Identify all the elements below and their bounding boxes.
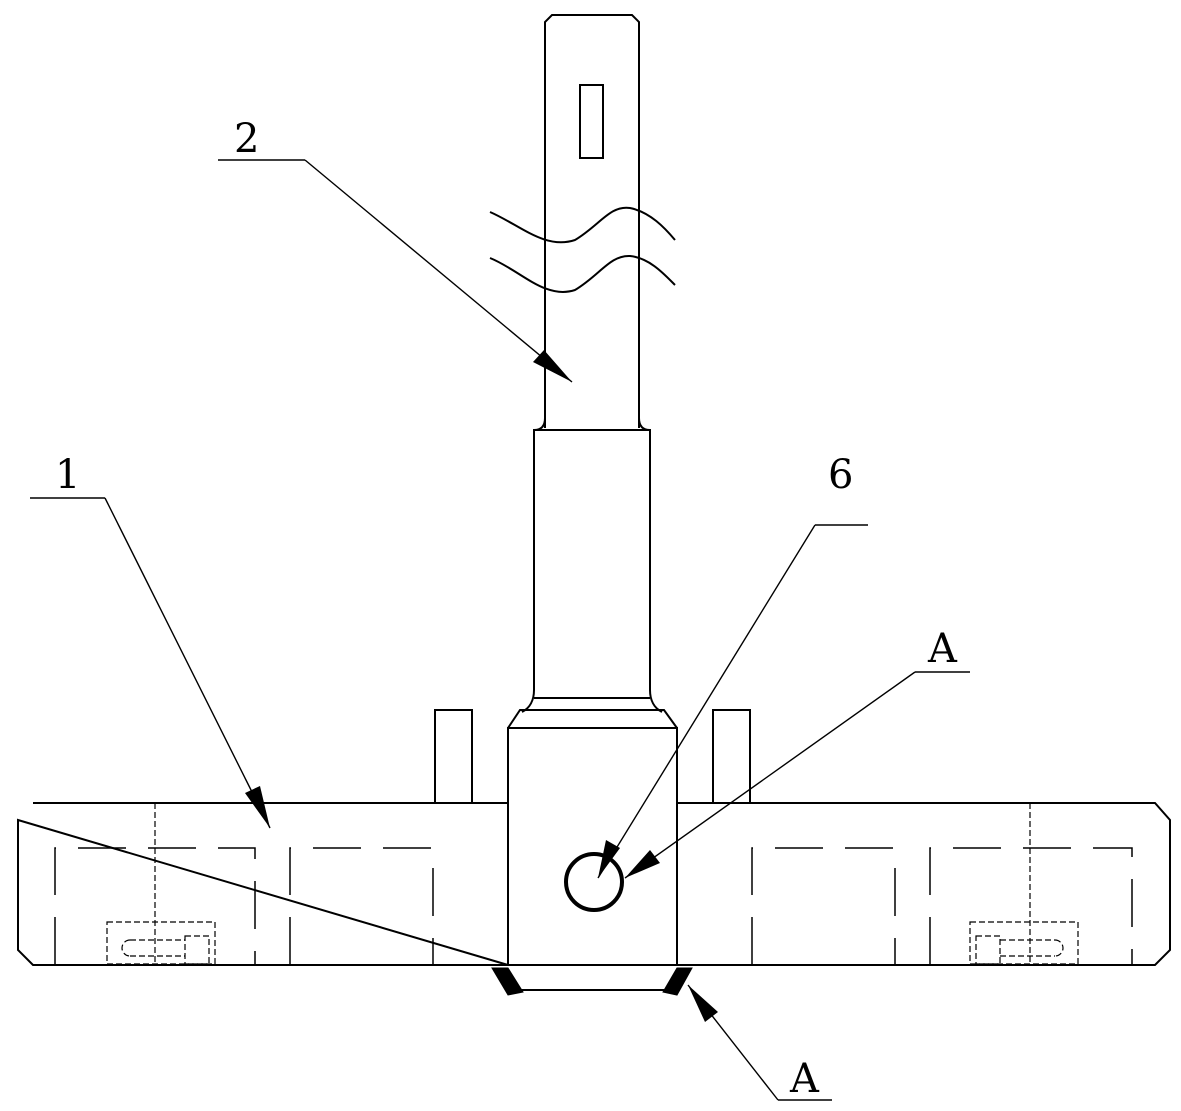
left-hidden-bolt xyxy=(106,921,216,965)
label-view-a-lower: A xyxy=(789,1056,820,1102)
left-post xyxy=(434,709,473,804)
leader-a-upper xyxy=(624,671,970,879)
leader-1 xyxy=(30,497,271,829)
hub-block xyxy=(507,709,678,966)
break-lines xyxy=(489,206,676,293)
label-part-1: 1 xyxy=(55,452,80,498)
label-part-6: 6 xyxy=(828,452,853,498)
leader-2 xyxy=(218,159,573,383)
label-view-a-upper: A xyxy=(927,626,958,672)
leader-6 xyxy=(597,524,868,879)
right-hidden-bolt xyxy=(969,921,1079,965)
bottom-weld xyxy=(491,967,693,996)
label-part-2: 2 xyxy=(234,116,259,162)
shaft-slot xyxy=(579,84,604,159)
shaft-upper xyxy=(544,14,640,428)
shaft-middle xyxy=(521,417,663,713)
right-post xyxy=(712,709,751,804)
pin-hole xyxy=(564,852,624,912)
leader-a-lower xyxy=(687,984,832,1101)
base-plate xyxy=(17,802,1171,966)
